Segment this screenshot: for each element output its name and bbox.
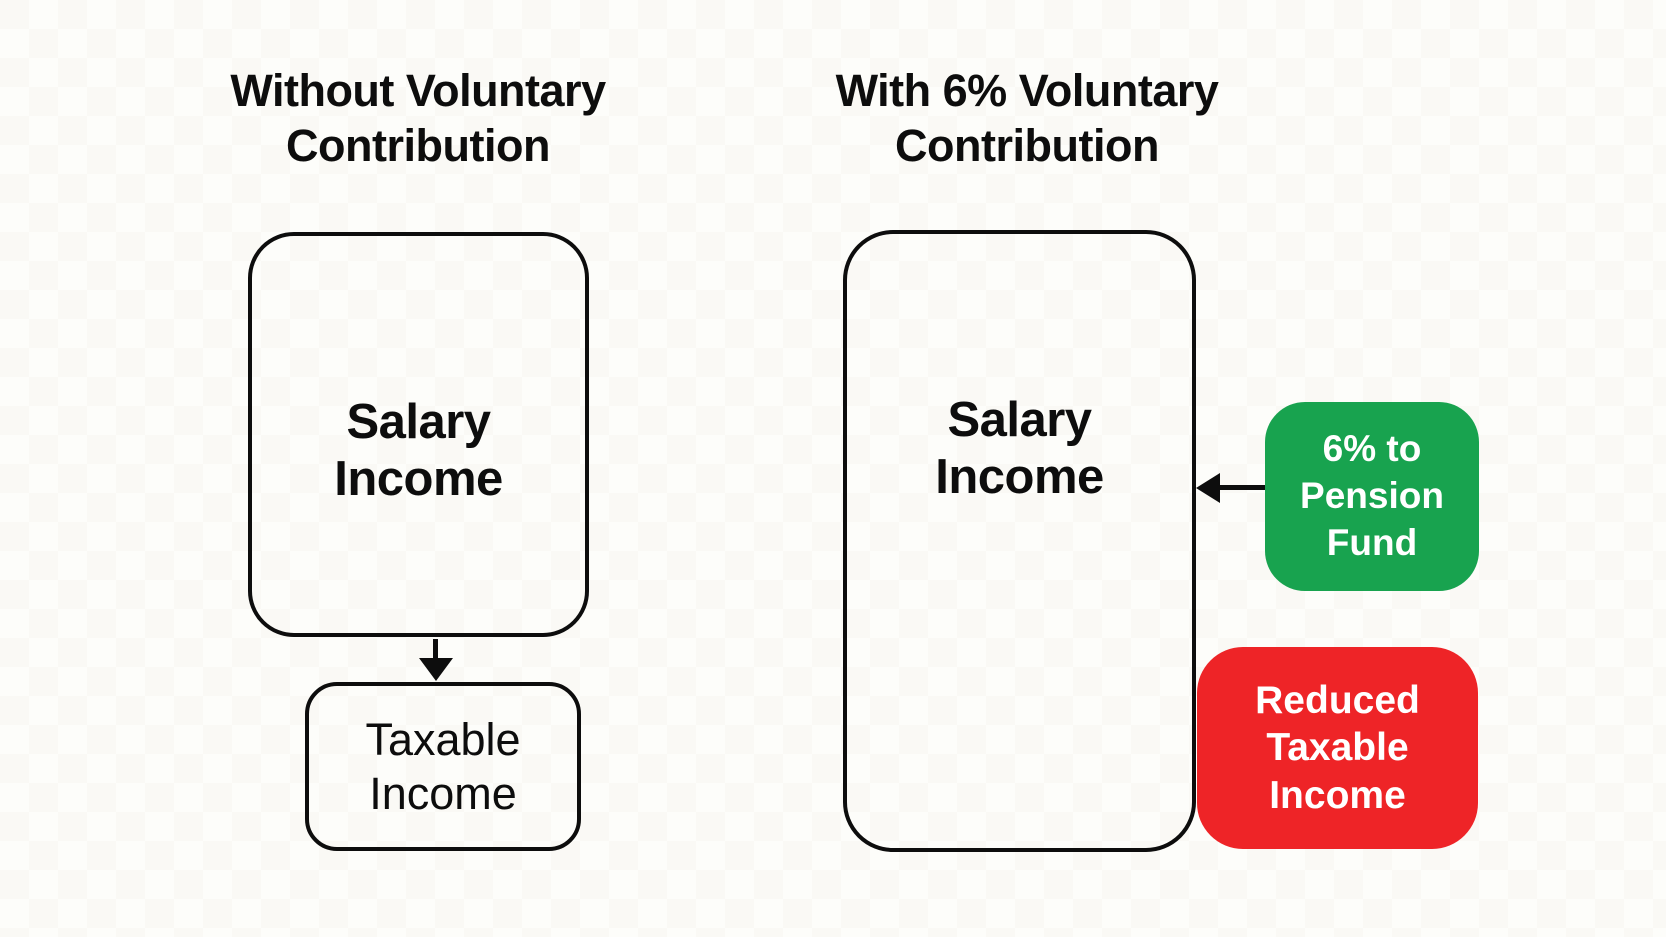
left-column-title: Without Voluntary Contribution <box>230 65 606 171</box>
salary-income-label-right: Salary Income <box>935 393 1104 504</box>
taxable-income-label: Taxable Income <box>365 713 521 819</box>
salary-income-box-right: Salary Income <box>843 230 1196 852</box>
reduced-taxable-income-badge-label: Reduced Taxable Income <box>1255 678 1420 817</box>
right-column-title: With 6% Voluntary Contribution <box>835 65 1219 171</box>
pension-fund-badge: 6% to Pension Fund <box>1265 402 1479 591</box>
reduced-taxable-income-badge: Reduced Taxable Income <box>1197 647 1478 849</box>
down-arrow-head <box>419 658 453 681</box>
left-arrow-head <box>1196 473 1220 503</box>
taxable-income-box: Taxable Income <box>305 682 581 851</box>
left-arrow-line <box>1218 485 1266 490</box>
pension-fund-badge-label: 6% to Pension Fund <box>1300 428 1444 563</box>
salary-income-label-left: Salary Income <box>334 395 503 506</box>
salary-income-box-left: Salary Income <box>248 232 589 637</box>
down-arrow-line <box>433 639 438 663</box>
